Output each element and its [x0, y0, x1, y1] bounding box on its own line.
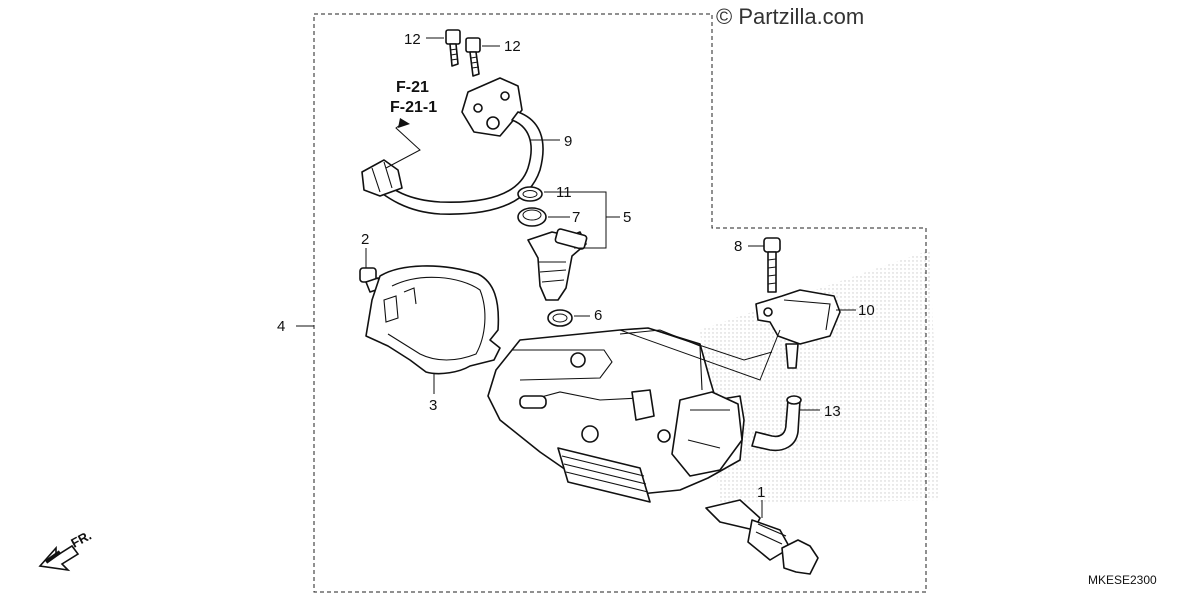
callout-6: 6	[594, 307, 602, 324]
callout-4: 4	[277, 318, 285, 335]
bolt-8	[763, 237, 781, 293]
watermark-text: © Partzilla.com	[716, 4, 864, 29]
connection-line-sensor	[619, 329, 781, 381]
vacuum-hose-13	[751, 395, 802, 452]
throttle-shaft-1	[705, 499, 819, 575]
connection-line-hose	[647, 327, 773, 361]
ref-label-f21: F-21	[396, 79, 429, 96]
fuel-injector-5	[527, 228, 588, 301]
cover-3	[365, 265, 501, 375]
bolt-12-left	[445, 29, 461, 67]
callout-7: 7	[572, 209, 580, 226]
callout-13: 13	[824, 403, 841, 420]
callout-8: 8	[734, 238, 742, 255]
callout-12-left: 12	[404, 31, 421, 48]
front-arrow-icon	[38, 544, 80, 572]
callout-3: 3	[429, 397, 437, 414]
ref-label-f21-1: F-21-1	[390, 99, 437, 116]
callout-10: 10	[858, 302, 875, 319]
callout-5: 5	[623, 209, 631, 226]
fuel-hose-9	[361, 77, 544, 215]
callout-12-right: 12	[504, 38, 521, 55]
sensor-10	[755, 289, 841, 369]
o-ring-6	[547, 309, 573, 327]
diagram-code: MKESE2300	[1088, 573, 1157, 587]
seal-7	[517, 207, 547, 227]
reference-arrow	[385, 121, 421, 169]
callout-2: 2	[361, 231, 369, 248]
reference-arrowhead	[398, 118, 410, 128]
bolt-12-right	[465, 37, 481, 77]
callout-11: 11	[556, 184, 572, 201]
background-logo-pattern	[700, 250, 940, 505]
assembly-boundary	[313, 13, 927, 593]
o-ring-11	[517, 186, 543, 202]
throttle-body	[487, 327, 745, 503]
callout-1: 1	[757, 484, 765, 501]
leader-5-bracket	[554, 191, 607, 249]
callout-9: 9	[564, 133, 572, 150]
